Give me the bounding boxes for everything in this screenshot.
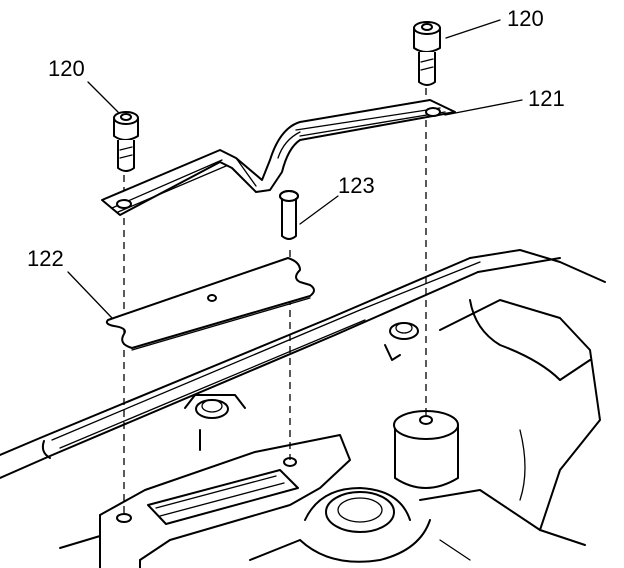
- callout-label-bolt-right: 120: [507, 6, 544, 31]
- callout-label-bolt-left: 120: [48, 56, 85, 81]
- housing-case: [0, 249, 606, 568]
- bracket: [101, 99, 456, 216]
- bolt-right: [413, 21, 441, 86]
- callout-label-bracket: 121: [528, 86, 565, 111]
- dowel-pin: [279, 190, 299, 240]
- retainer-plate: [105, 257, 315, 351]
- bolt-left: [113, 111, 139, 172]
- callout-label-plate: 122: [27, 246, 64, 271]
- callout-label-pin: 123: [338, 173, 375, 198]
- leader-lines: [67, 19, 523, 319]
